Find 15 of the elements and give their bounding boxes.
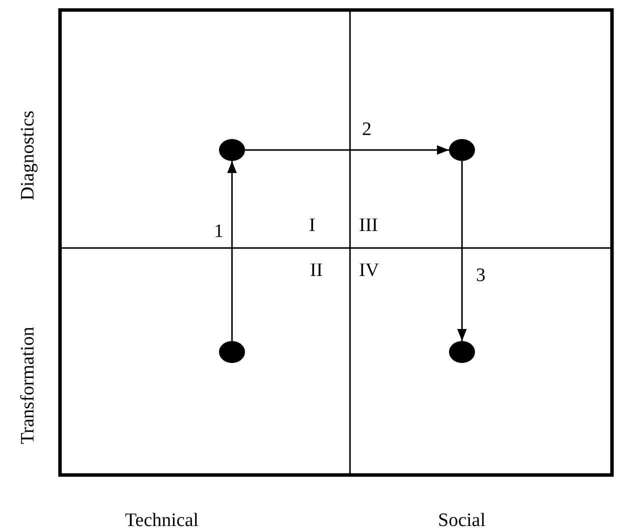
dot xyxy=(449,139,475,161)
dot xyxy=(219,139,245,161)
quadrant-numeral: I xyxy=(309,216,316,235)
quadrant-numeral: III xyxy=(359,216,378,235)
dot xyxy=(449,341,475,363)
arrow xyxy=(457,161,467,341)
axis-label: Technical xyxy=(125,510,199,530)
axis-label: Social xyxy=(438,510,486,530)
dot xyxy=(219,341,245,363)
axis-label: Diagnostics xyxy=(18,110,38,200)
axis-label: Transformation xyxy=(18,326,38,444)
quadrant-numeral: II xyxy=(310,261,323,280)
arrow xyxy=(227,161,237,341)
arrow xyxy=(245,145,449,155)
quadrant-numeral: IV xyxy=(359,261,380,280)
